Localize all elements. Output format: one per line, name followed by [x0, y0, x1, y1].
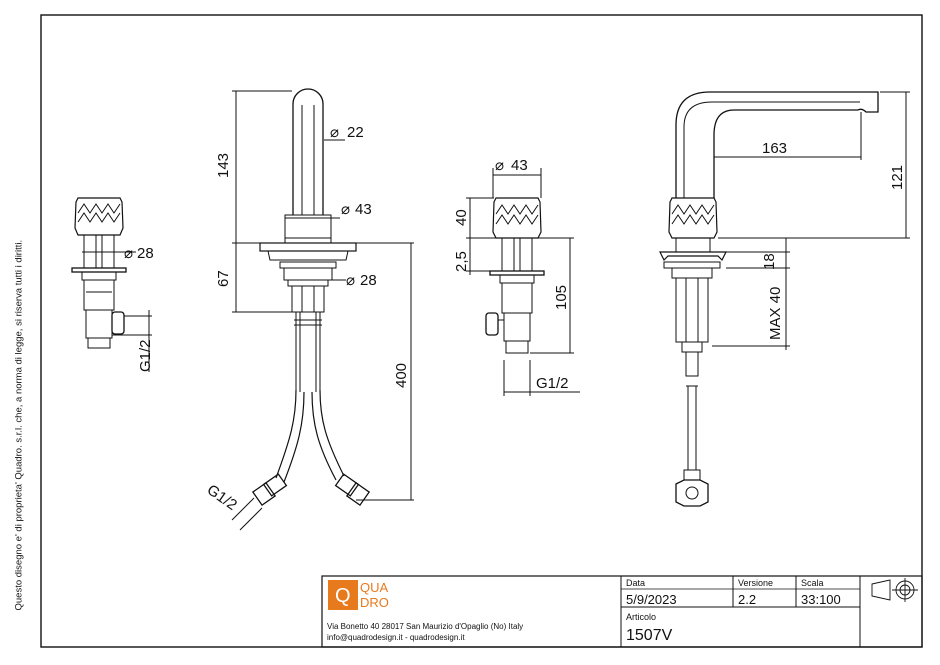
- dim-h143: 143: [215, 153, 232, 178]
- title-block: Q QUA DRO Via Bonetto 40 28017 San Mauri…: [321, 575, 923, 648]
- company-contact: info@quadrodesign.it - quadrodesign.it: [327, 633, 465, 642]
- data-label: Data: [626, 578, 645, 588]
- dim-icon-diameter: ⌀: [346, 272, 355, 289]
- data-value: 5/9/2023: [626, 592, 677, 607]
- dim-d22: 22: [347, 124, 364, 141]
- logo-text-bottom: DRO: [360, 595, 389, 610]
- dim-h25: 2,5: [453, 251, 470, 272]
- dim-icon-diameter: ⌀: [124, 245, 133, 262]
- dim-h18: 18: [761, 253, 778, 270]
- dim-max40: MAX 40: [767, 287, 784, 340]
- dim-g12-left: G1/2: [137, 339, 154, 372]
- dim-g12-right: G1/2: [536, 375, 569, 392]
- dim-d28-left: 28: [137, 245, 154, 262]
- versione-value: 2.2: [738, 592, 756, 607]
- articolo-label: Articolo: [626, 612, 656, 622]
- dim-d43-right: 43: [511, 157, 528, 174]
- company-address: Via Bonetto 40 28017 San Maurizio d'Opag…: [327, 622, 523, 631]
- projection-symbol-icon: [871, 578, 918, 602]
- left-valve: [71, 197, 127, 349]
- dim-d28-center: 28: [360, 272, 377, 289]
- dim-h400: 400: [393, 363, 410, 388]
- dim-icon-diameter: ⌀: [495, 157, 504, 174]
- center-spout: [251, 88, 371, 507]
- dim-g12-hose: G1/2: [204, 481, 240, 514]
- right-valve: [485, 197, 545, 354]
- logo-text-top: QUA: [360, 580, 389, 595]
- brand-logo: [328, 580, 358, 610]
- articolo-value: 1507V: [626, 627, 673, 644]
- dim-icon-diameter: ⌀: [341, 201, 350, 218]
- dimension-labels: ⌀ 28 G1/2 143 ⌀ 22 ⌀ 43 67 ⌀ 28 400 G1/2…: [124, 124, 906, 514]
- scala-label: Scala: [801, 578, 824, 588]
- dim-icon-diameter: ⌀: [330, 124, 339, 141]
- dim-h121: 121: [889, 165, 906, 190]
- versione-label: Versione: [738, 578, 773, 588]
- dim-h40: 40: [453, 209, 470, 226]
- profile-spout: [659, 91, 879, 507]
- dim-d43-center: 43: [355, 201, 372, 218]
- dim-h67: 67: [215, 270, 232, 287]
- logo-letter: Q: [335, 585, 351, 607]
- dim-w163: 163: [762, 140, 787, 157]
- scala-value: 33:100: [801, 592, 841, 607]
- dim-h105: 105: [553, 285, 570, 310]
